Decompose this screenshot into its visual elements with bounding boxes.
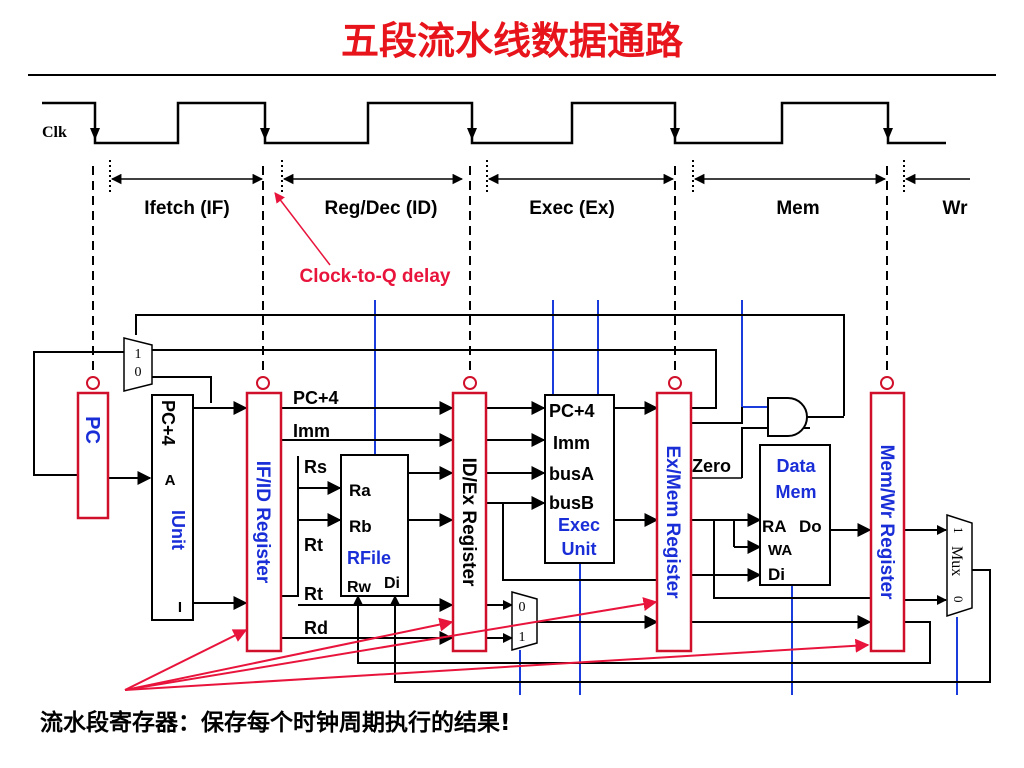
mem-wr-register: [869, 391, 906, 653]
pc-select-mux: [123, 337, 153, 392]
signal-label-imm: Imm: [293, 421, 330, 441]
branch-and-gate: [767, 397, 808, 437]
wb-mux-input-one: 1: [951, 527, 966, 534]
exec-imm-label: Imm: [553, 433, 590, 453]
data-mem-name-line1: Data: [776, 456, 816, 476]
data-memory: [759, 444, 831, 586]
iunit-a-label: A: [165, 472, 176, 489]
stage-label-if: Ifetch (IF): [144, 198, 230, 219]
stage-boundary-lines: [92, 166, 888, 372]
rfile-di-label: Di: [384, 575, 400, 592]
clock-to-q-label: Clock-to-Q delay: [300, 266, 451, 287]
stage-label-id: Reg/Dec (ID): [325, 198, 438, 219]
clock-to-q-pointer: [274, 192, 331, 266]
pc-mux-input-one: 1: [135, 347, 142, 362]
exec-unit-name-line2: Unit: [562, 539, 597, 559]
ex-mem-register-label: Ex/Mem Register: [662, 445, 683, 599]
pc-register: [76, 391, 110, 520]
stage-label-mem: Mem: [776, 198, 819, 219]
stage-label-ex: Exec (Ex): [529, 198, 615, 219]
regdst-mux: [511, 591, 538, 651]
mem-wr-register-label: Mem/Wr Register: [876, 445, 897, 600]
regdst-mux-input-one: 1: [519, 630, 526, 645]
data-mem-ra-label: RA: [762, 517, 787, 536]
exec-unit-name-line1: Exec: [558, 515, 600, 535]
iunit-name: IUnit: [168, 510, 188, 550]
zero-to-and-wire: [741, 427, 768, 478]
clock-edge-markers: [90, 128, 893, 140]
id-ex-register: [451, 391, 488, 653]
clock-q-delay-ticks: [109, 160, 905, 192]
wb-mux-input-zero: 0: [951, 596, 966, 603]
id-ex-register-label: ID/Ex Register: [458, 458, 479, 587]
signal-label-pc4: PC+4: [293, 388, 339, 408]
wb-mux-label: Mux: [948, 546, 965, 576]
rfile-rw-label: Rw: [347, 579, 372, 596]
ex-mem-register: [655, 391, 693, 653]
stage-label-wr: Wr: [943, 198, 969, 219]
rfile-rb-label: Rb: [349, 517, 372, 536]
exec-busa-label: busA: [549, 464, 594, 484]
data-mem-name-line2: Mem: [775, 482, 816, 502]
footer-note: 流水段寄存器：保存每个时钟周期执行的结果!: [40, 709, 511, 736]
zero-flag-label: Zero: [692, 456, 731, 476]
writeback-mux: [946, 513, 973, 618]
clock-waveform: [42, 101, 946, 145]
pc-register-label: PC: [81, 416, 103, 444]
regdst-mux-input-zero: 0: [519, 600, 526, 615]
exec-busb-label: busB: [549, 493, 594, 513]
signal-label-rt-b: Rt: [304, 584, 323, 604]
if-id-register: [245, 391, 283, 653]
rfile-name: RFile: [347, 548, 391, 568]
rfile-ra-label: Ra: [349, 481, 371, 500]
iunit-pc4-label: PC+4: [158, 400, 178, 446]
register-file: [340, 454, 409, 597]
pc-mux-input-zero: 0: [135, 365, 142, 380]
exec-unit: [544, 394, 615, 564]
signal-label-rd: Rd: [304, 618, 328, 638]
signal-label-rs: Rs: [304, 457, 327, 477]
register-clock-pins: [86, 376, 894, 390]
instruction-unit: [151, 394, 194, 621]
if-id-register-label: IF/ID Register: [252, 461, 273, 584]
data-mem-di-label: Di: [768, 565, 785, 584]
slide-title: 五段流水线数据通路: [341, 19, 684, 63]
signal-label-rt-a: Rt: [304, 535, 323, 555]
exec-pc4-label: PC+4: [549, 401, 595, 421]
pipeline-register-pointers: [124, 597, 870, 691]
clock-label: Clk: [42, 124, 67, 141]
data-mem-do-label: Do: [799, 517, 822, 536]
data-mem-wa-label: WA: [768, 542, 792, 559]
iunit-i-label: I: [178, 599, 182, 616]
